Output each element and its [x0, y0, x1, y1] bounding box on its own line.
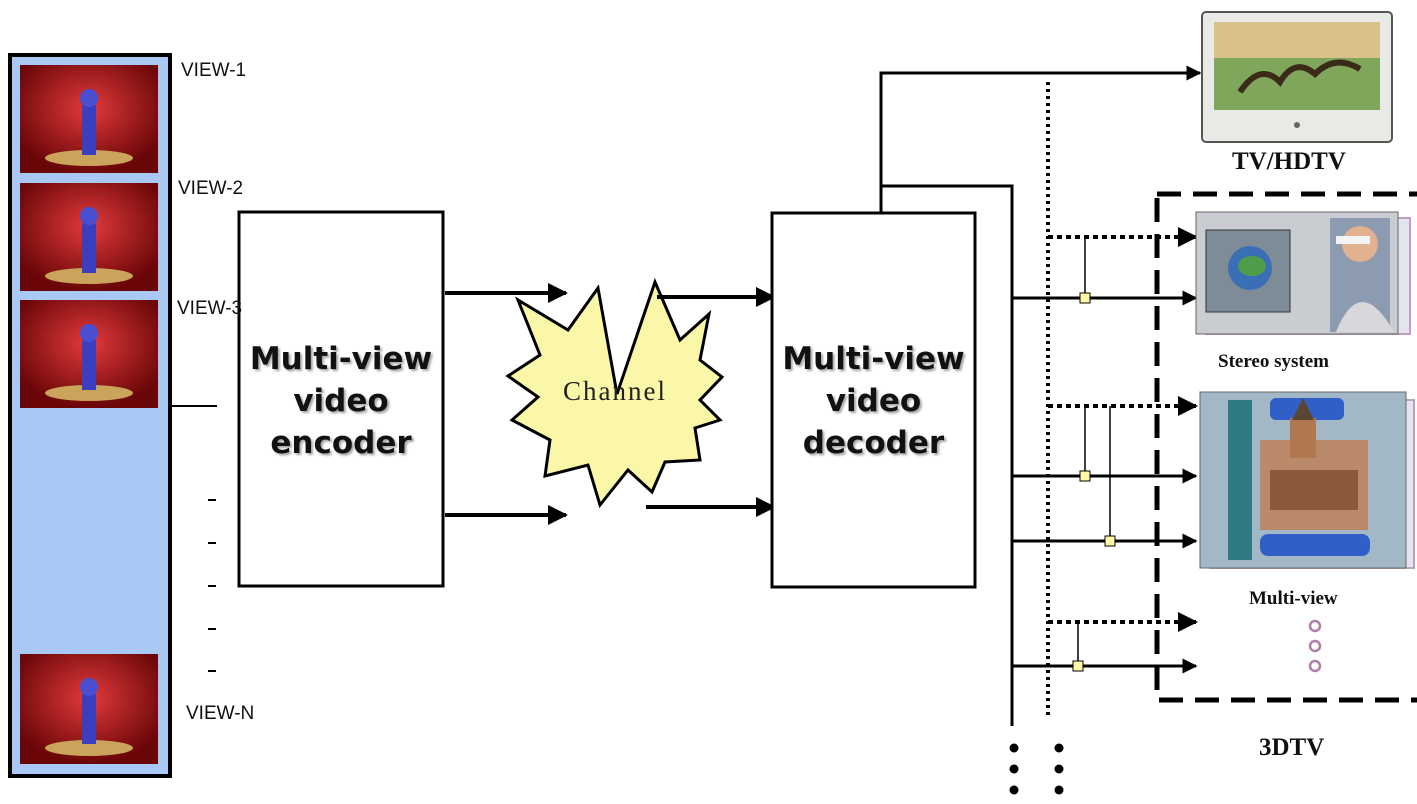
channel-starburst [505, 277, 725, 509]
view-thumbnail-2 [20, 183, 158, 291]
multiview-junction-1 [1079, 470, 1091, 482]
view-label-3: VIEW-3 [177, 298, 243, 319]
decoder-label: Multi-view video decoder [782, 341, 965, 461]
encoder-box [237, 210, 445, 588]
decoder-box [770, 211, 977, 589]
more-junction [1072, 660, 1084, 672]
continuation-circles [1308, 619, 1322, 673]
tv-display-icon [1201, 11, 1393, 143]
encoder-label: Multi-view video encoder [249, 341, 433, 461]
view-label-2: VIEW-2 [178, 178, 244, 199]
view-label-n: VIEW-N [186, 703, 255, 724]
trunk-continuation-dots [1009, 743, 1064, 795]
multiview-junction-2 [1104, 535, 1116, 547]
3dtv-group-box [1154, 191, 1417, 703]
multiview-label: Multi-view [1249, 588, 1338, 609]
multiview-display-icon [1199, 391, 1415, 569]
3dtv-label: 3DTV [1259, 734, 1325, 761]
view-thumbnail-3 [20, 300, 158, 408]
decoder-to-tv-line [879, 65, 1202, 213]
decoder-trunk-line [881, 184, 1014, 726]
channel-label: Channel [563, 376, 667, 406]
tv-label: TV/HDTV [1232, 148, 1346, 175]
stereo-junction [1079, 292, 1091, 304]
stereo-system-icon [1195, 211, 1411, 335]
view-thumbnail-n [20, 654, 158, 764]
view-thumbnail-1 [20, 65, 158, 173]
view-label-1: VIEW-1 [181, 60, 247, 81]
stereo-label: Stereo system [1218, 351, 1329, 372]
view-ellipsis-dashes [208, 499, 216, 672]
